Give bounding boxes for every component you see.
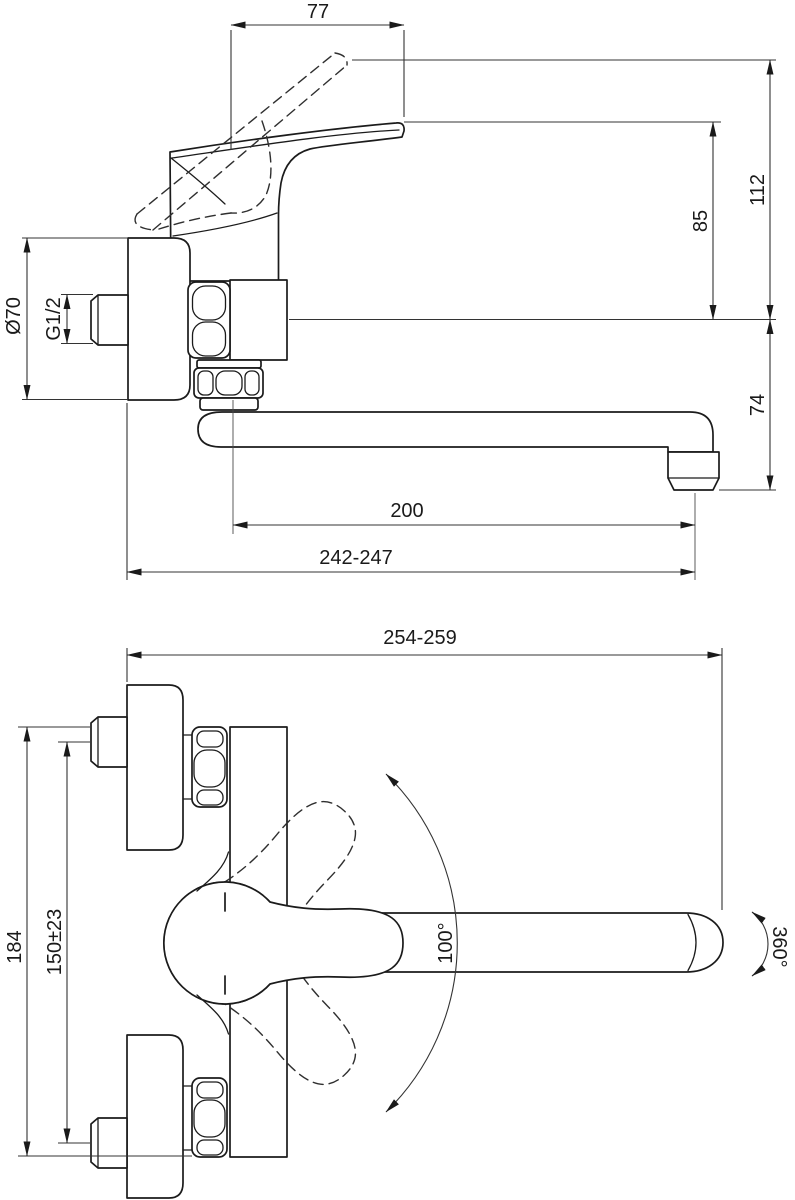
dim-overall-height: 184 <box>4 930 26 963</box>
lever-side-facet <box>170 157 226 205</box>
supply-nipple <box>90 294 129 346</box>
upper-union-nut-facet <box>193 749 226 788</box>
upper-union-nut-facet <box>196 789 224 806</box>
dim-overall-reach: 242-247 <box>319 547 392 569</box>
washer-ring <box>196 359 262 369</box>
lower-union-nut-facet <box>196 1139 224 1156</box>
swivel-nut-facet <box>215 370 243 396</box>
swivel-nut-facet <box>244 370 260 396</box>
swivel-nut-facet <box>197 370 214 396</box>
dim-handle-projection: 77 <box>307 1 329 23</box>
lower-union-nut-facet <box>193 1099 226 1138</box>
swivel-nut <box>193 367 264 399</box>
lower-supply-nipple <box>90 1117 128 1169</box>
spout-collar <box>199 397 259 411</box>
dim-spout-reach: 200 <box>390 500 423 522</box>
body-to-handle-transition <box>196 851 230 892</box>
upper-escutcheon <box>126 684 184 851</box>
lever-handle-raised-outline <box>134 52 348 231</box>
lever-handle-and-body <box>169 122 405 282</box>
spout <box>197 411 714 453</box>
spout-rotation-arc <box>751 911 769 977</box>
raised-lever-line <box>136 52 336 215</box>
lever-blade-edge <box>171 129 400 159</box>
raised-lever-butt <box>134 213 154 231</box>
dim-spout-drop: 74 <box>747 394 769 416</box>
upper-union-nut-facet <box>196 730 224 748</box>
lower-escutcheon <box>126 1034 184 1199</box>
dim-overall-width: 254-259 <box>383 627 456 649</box>
body-to-handle-transition <box>196 994 230 1035</box>
raised-lever-neck <box>230 120 272 214</box>
mounting-nut-facet <box>191 321 227 357</box>
handle-swing-arc <box>385 773 458 1113</box>
front-view: 100° 360° 254-259 184 150±23 <box>4 627 790 1199</box>
dim-thread-size: G1/2 <box>43 297 65 340</box>
dim-spout-rotation-angle: 360° <box>768 926 790 967</box>
wall-escutcheon <box>127 237 191 401</box>
dim-connection-distance: 150±23 <box>44 909 66 976</box>
side-view-dimensions: 77 112 85 74 Ø70 G1/2 <box>3 1 776 580</box>
dim-handle-swing-angle: 100° <box>435 922 457 963</box>
front-view-dimensions: 254-259 184 150±23 <box>4 627 723 1157</box>
dim-raised-handle-height: 112 <box>747 174 769 206</box>
body-dome-edge <box>172 212 278 237</box>
mounting-nut-facet <box>191 285 227 321</box>
aerator <box>667 451 720 491</box>
handle-top-view <box>162 881 404 1005</box>
spout-end-cap-edge <box>687 913 697 972</box>
raised-lever-tip <box>334 52 348 66</box>
body-block <box>229 279 288 361</box>
side-view: 77 112 85 74 Ø70 G1/2 <box>3 1 776 580</box>
raised-lever-underside <box>158 212 232 230</box>
raised-lever-line <box>152 64 348 231</box>
lower-union-nut-facet <box>196 1081 224 1099</box>
upper-supply-nipple <box>90 716 128 768</box>
dim-handle-height: 85 <box>690 210 712 232</box>
dim-escutcheon-diameter: Ø70 <box>3 297 25 335</box>
spout-front <box>379 912 724 973</box>
